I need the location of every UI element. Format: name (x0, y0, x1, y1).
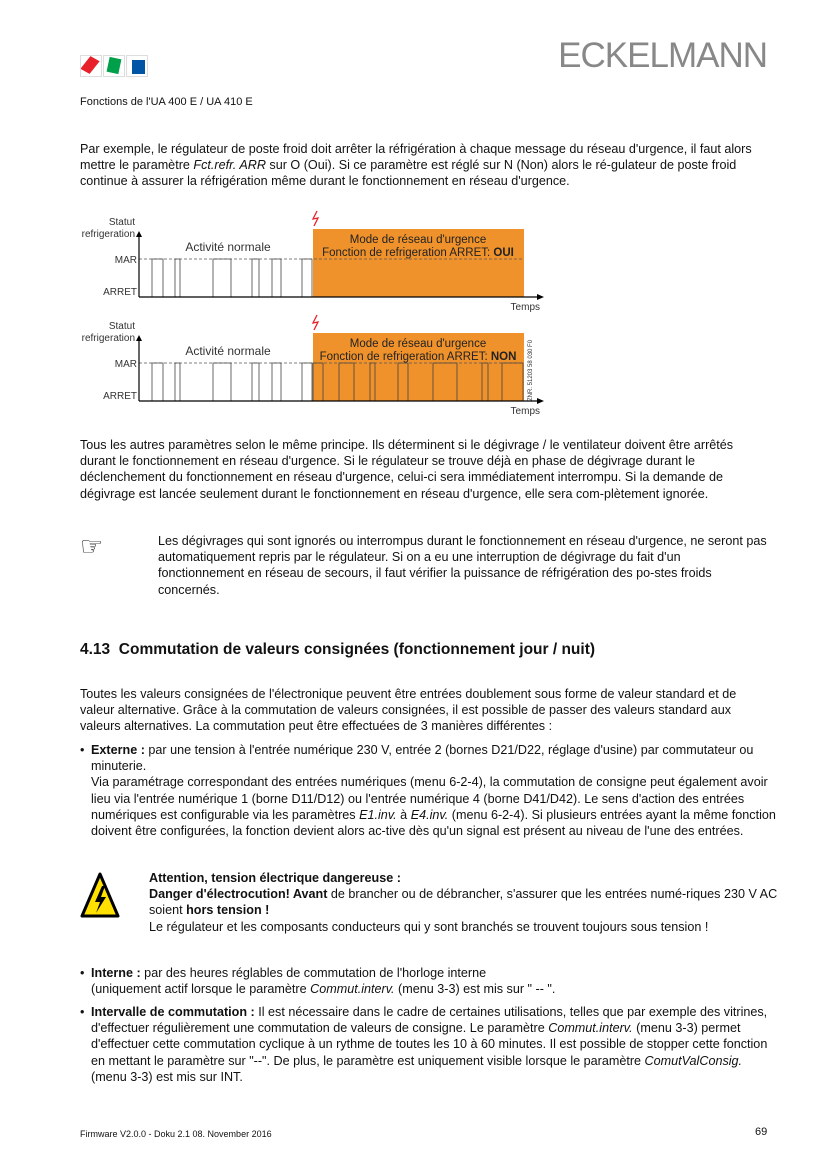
pointing-hand-icon: ☞ (80, 531, 104, 561)
mar-label: MAR (115, 255, 137, 266)
state-pulse (481, 362, 489, 401)
y-axis-label: refrigeration (82, 229, 135, 240)
warning-block: Attention, tension électrique dangereuse… (149, 871, 778, 934)
state-pulse (271, 362, 282, 401)
state-pulse (301, 258, 313, 297)
y-axis-label: Statut (109, 321, 135, 332)
state-pulse (301, 362, 313, 401)
time-label: Temps (511, 302, 540, 313)
high-voltage-warning-icon (80, 872, 120, 918)
arret-label: ARRET (103, 391, 137, 402)
function-value: OUI (493, 247, 513, 259)
eckelmann-logo (80, 55, 148, 77)
refrigeration-diagram: StatutrefrigerationMARARRETTempsActivité… (82, 210, 544, 417)
page-number: 69 (755, 1126, 768, 1138)
y-axis-label: Statut (109, 217, 135, 228)
footer-version: Firmware V2.0.0 - Doku 2.1 08. November … (80, 1129, 272, 1139)
time-axis-arrow (537, 294, 544, 300)
bullet-interne: • Interne : par des heures réglables de … (80, 966, 556, 997)
drawing-reference: ZNR. 51203 58 030 F0 (528, 339, 534, 401)
state-pulse (251, 362, 260, 401)
state-pulse (174, 362, 181, 401)
state-pulse (369, 362, 376, 401)
state-pulse (212, 362, 232, 401)
paragraph-2: Tous les autres paramètres selon le même… (80, 438, 734, 501)
time-axis-arrow (537, 398, 544, 404)
emergency-mode-area (313, 333, 524, 401)
status-axis-arrow (136, 335, 142, 341)
normal-activity-label: Activité normale (185, 240, 271, 254)
note-text: Les dégivrages qui sont ignorés ou inter… (158, 534, 767, 597)
function-label: Fonction de refrigeration ARRET: OUI (322, 247, 514, 259)
state-pulse (501, 362, 524, 401)
state-pulse (271, 258, 282, 297)
state-pulse (312, 362, 324, 401)
state-pulse (174, 258, 181, 297)
header-subtitle: Fonctions de l'UA 400 E / UA 410 E (80, 96, 253, 108)
section-heading: 4.13 Commutation de valeurs consignées (… (80, 641, 596, 658)
bullet-intervalle: • Intervalle de commutation : Il est néc… (80, 1005, 768, 1084)
emergency-mode-label: Mode de réseau d'urgence (350, 338, 486, 350)
state-pulse (151, 362, 164, 401)
mar-label: MAR (115, 359, 137, 370)
y-axis-label: refrigeration (82, 333, 135, 344)
function-value: NON (491, 351, 517, 363)
function-label: Fonction de refrigeration ARRET: NON (320, 351, 517, 363)
bullet-externe: • Externe : par une tension à l'entrée n… (80, 743, 776, 839)
lightning-icon (311, 210, 320, 227)
lightning-icon (311, 314, 320, 331)
paragraph-3: Toutes les valeurs consignées de l'élect… (80, 687, 737, 734)
state-pulse (151, 258, 164, 297)
state-pulse (432, 362, 458, 401)
normal-activity-label: Activité normale (185, 344, 271, 358)
state-pulse (397, 362, 409, 401)
intro-paragraph: Par exemple, le régulateur de poste froi… (80, 142, 752, 189)
time-label: Temps (511, 406, 540, 417)
state-pulse (251, 258, 260, 297)
state-pulse (212, 258, 232, 297)
state-pulse (338, 362, 355, 401)
emergency-mode-area (313, 229, 524, 297)
status-axis-arrow (136, 231, 142, 237)
arret-label: ARRET (103, 287, 137, 298)
emergency-mode-label: Mode de réseau d'urgence (350, 234, 486, 246)
